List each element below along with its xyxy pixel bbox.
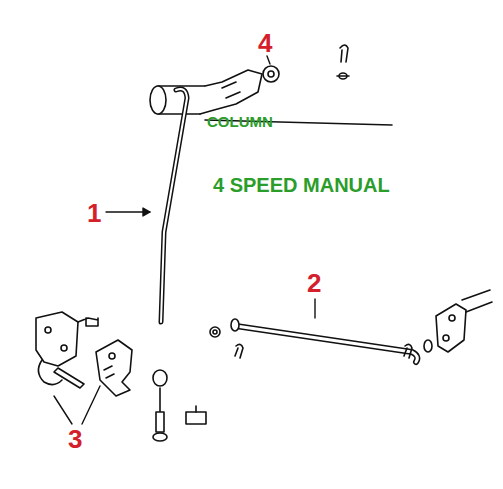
transmission-edge bbox=[462, 290, 492, 312]
column-end bbox=[150, 86, 166, 114]
leader-3 bbox=[54, 386, 100, 424]
lever-detail bbox=[104, 366, 114, 378]
lever-plate bbox=[436, 304, 466, 352]
cotter-pin-body bbox=[340, 45, 348, 62]
washer bbox=[424, 340, 432, 352]
lever-hole bbox=[443, 335, 449, 341]
bushing bbox=[153, 370, 167, 386]
washer-line bbox=[337, 75, 349, 77]
washer bbox=[210, 327, 220, 337]
callout-number: 4 bbox=[258, 30, 272, 56]
shift-knob-bushing bbox=[263, 66, 279, 82]
bolt bbox=[156, 388, 164, 432]
bracket-hole bbox=[61, 345, 67, 351]
leader-4 bbox=[267, 56, 270, 64]
washer-hole bbox=[213, 330, 217, 334]
nut-line bbox=[195, 406, 197, 412]
part-label: COLUMN bbox=[207, 114, 273, 129]
shift-lever-bracket bbox=[200, 70, 262, 114]
bolt-head bbox=[153, 433, 167, 441]
nut bbox=[186, 412, 206, 424]
transmission-lever bbox=[436, 290, 492, 352]
rod-outline bbox=[161, 89, 187, 322]
leader-lines bbox=[54, 56, 315, 424]
bushing-hole bbox=[268, 71, 274, 77]
lever-bracket-assembly bbox=[36, 312, 206, 441]
cotter-pin bbox=[235, 344, 243, 358]
rod-inner bbox=[236, 326, 417, 362]
callout-number: 1 bbox=[87, 200, 101, 226]
lever-hole bbox=[449, 315, 455, 321]
spacer bbox=[54, 368, 84, 388]
bracket-hole bbox=[45, 327, 51, 333]
arrowhead bbox=[143, 208, 150, 216]
rod-inner bbox=[161, 89, 187, 322]
title-label: 4 SPEED MANUAL bbox=[213, 175, 390, 195]
lever-plate bbox=[96, 340, 132, 396]
bracket-plate bbox=[36, 312, 78, 366]
callout-number: 3 bbox=[68, 426, 82, 452]
rod-end bbox=[231, 319, 239, 331]
bolt bbox=[78, 318, 98, 326]
cotter-pin bbox=[337, 45, 349, 79]
leader-2 bbox=[314, 299, 315, 318]
shift-rod-2 bbox=[210, 319, 432, 362]
callout-number: 2 bbox=[307, 270, 321, 296]
rod-outline bbox=[236, 326, 417, 362]
lever-hole bbox=[109, 353, 115, 359]
shift-rod-1 bbox=[161, 89, 187, 322]
cotter-pin bbox=[404, 344, 412, 358]
bracket-detail bbox=[222, 82, 240, 98]
